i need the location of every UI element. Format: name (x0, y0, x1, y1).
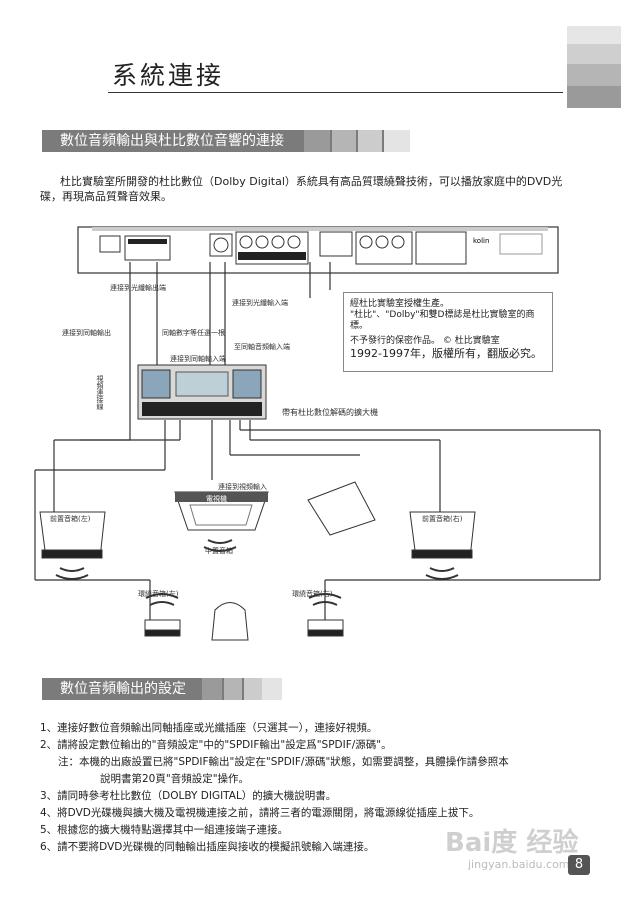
tv (174, 491, 269, 531)
label-either: 同軸數字等任選一根 (162, 329, 225, 337)
label-optical-out: 連接到光纖輸出端 (110, 284, 166, 292)
baidu-watermark: Bai度 经验 (445, 828, 579, 858)
speakers (39, 481, 476, 641)
connection-diagram: kolin (34, 226, 601, 641)
label-front-left: 前置音箱(左) (50, 515, 91, 523)
title-rule (108, 92, 563, 93)
label-surround-right: 環繞音箱(右) (292, 590, 333, 598)
intro-paragraph: 杜比實驗室所開發的杜比數位（Dolby Digital）系統具有高品質環繞聲技術… (40, 175, 563, 203)
copyright-line-1: 經杜比實驗室授權生產。 (350, 299, 450, 309)
page-title: 系統連接 (112, 61, 225, 90)
label-coax-out: 連接到同軸輸出 (62, 329, 111, 337)
dolby-copyright-box: 經杜比實驗室授權生產。 "杜比"、"Dolby"和雙D標誌是杜比實驗室的商標。 … (343, 292, 553, 372)
dvd-player-back-panel: kolin (77, 226, 559, 274)
label-video-in: 連接到視頻輸入 (218, 483, 267, 491)
label-amp: 帶有杜比數位解碼的擴大機 (282, 408, 378, 417)
step-2: 2、請將設定數位輸出的"音頻設定"中的"SPDIF輸出"設定爲"SPDIF/源碼… (40, 739, 392, 751)
step-4: 4、將DVD光碟機與擴大機及電視機連接之前，請將三者的電源關閉，將電源線從插座上… (40, 807, 480, 819)
label-surround-left: 環繞音箱(左) (138, 590, 179, 598)
section-heading-2-text: 數位音頻輸出的設定 (60, 681, 186, 697)
sound-waves (55, 539, 459, 606)
step-6: 6、請不要將DVD光碟機的同軸輸出插座與接收的模擬訊號輸入端連接。 (40, 841, 375, 853)
label-center: 中置音箱 (205, 547, 233, 555)
watermark-url: jingyan.baidu.com (468, 858, 570, 871)
label-coax-in: 至同軸音頻輸入端 (234, 343, 290, 351)
brand-label: kolin (473, 237, 489, 245)
label-coax-in-top: 連接到同軸輸入端 (170, 355, 226, 363)
step-5: 5、根據您的擴大機特點選擇其中一組連接端子連接。 (40, 824, 289, 836)
label-front-right: 前置音箱(右) (422, 515, 463, 523)
copyright-symbol-icon: © (442, 336, 452, 346)
copyright-line-2: "杜比"、"Dolby"和雙D標誌是杜比實驗室的商標。 (350, 310, 535, 331)
section-heading-2: 數位音頻輸出的設定 (42, 678, 282, 700)
copyright-line-4: 杜比實驗室 (454, 336, 500, 346)
step-1: 1、連接好數位音頻輸出同軸插座或光纖插座（只選其一），連接好視頻。 (40, 722, 378, 734)
label-cable: 視頻連接線 (96, 375, 104, 410)
page-number: 8 (568, 855, 590, 875)
copyright-line-3: 不予發行的保密作品。 (350, 336, 441, 346)
amplifier (137, 364, 267, 420)
step-3: 3、請同時參考杜比數位（DOLBY DIGITAL）的擴大機說明書。 (40, 790, 337, 802)
section-heading-1-text: 數位音頻輸出與杜比數位音響的連接 (60, 133, 284, 149)
setup-steps: 1、連接好數位音頻輸出同軸插座或光纖插座（只選其一），連接好視頻。 2、請將設定… (40, 720, 580, 856)
label-optical-in: 連接到光纖輸入端 (232, 299, 288, 307)
label-tv: 電視機 (206, 495, 227, 503)
step-note: 注：本機的出廠設置已將"SPDIF輸出"設定在"SPDIF/源碼"狀態，如需要調… (58, 756, 509, 768)
cables (34, 262, 601, 620)
section-heading-1: 數位音頻輸出與杜比數位音響的連接 (42, 130, 410, 152)
copyright-line-5: 1992-1997年，版權所有，翻版必究。 (350, 347, 542, 360)
step-note-cont: 說明書第20頁"音頻設定"操作。 (100, 773, 250, 785)
